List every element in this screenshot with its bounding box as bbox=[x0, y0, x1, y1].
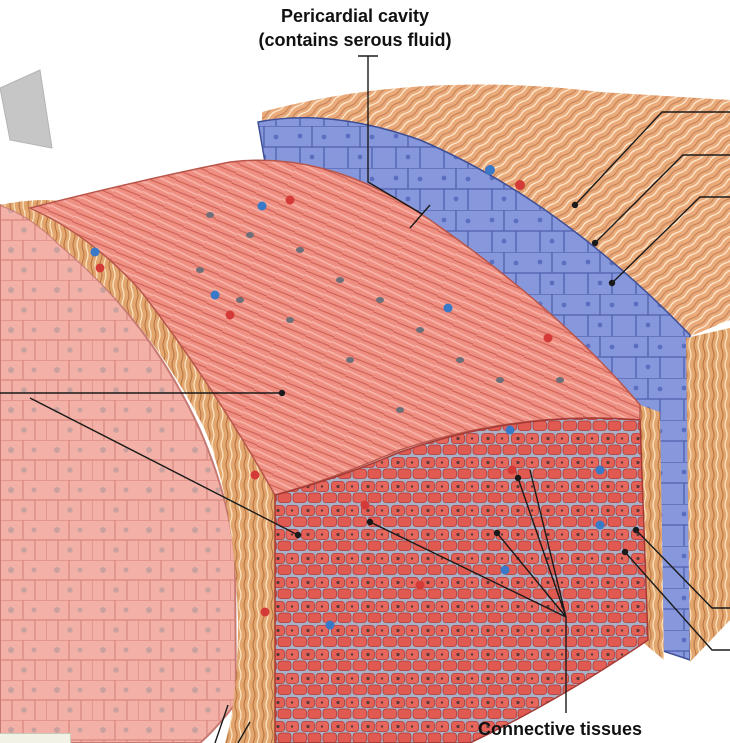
direction-arrow bbox=[0, 70, 52, 148]
pericardial-cavity-title: Pericardial cavity bbox=[175, 4, 535, 28]
pericardial-cavity-label: Pericardial cavity (contains serous flui… bbox=[175, 4, 535, 52]
right-fibrous-band bbox=[686, 328, 730, 662]
corner-box bbox=[0, 733, 71, 743]
connective-tissues-label: Connective tissues bbox=[395, 717, 725, 741]
pericardial-cavity-subtitle: (contains serous fluid) bbox=[175, 28, 535, 52]
